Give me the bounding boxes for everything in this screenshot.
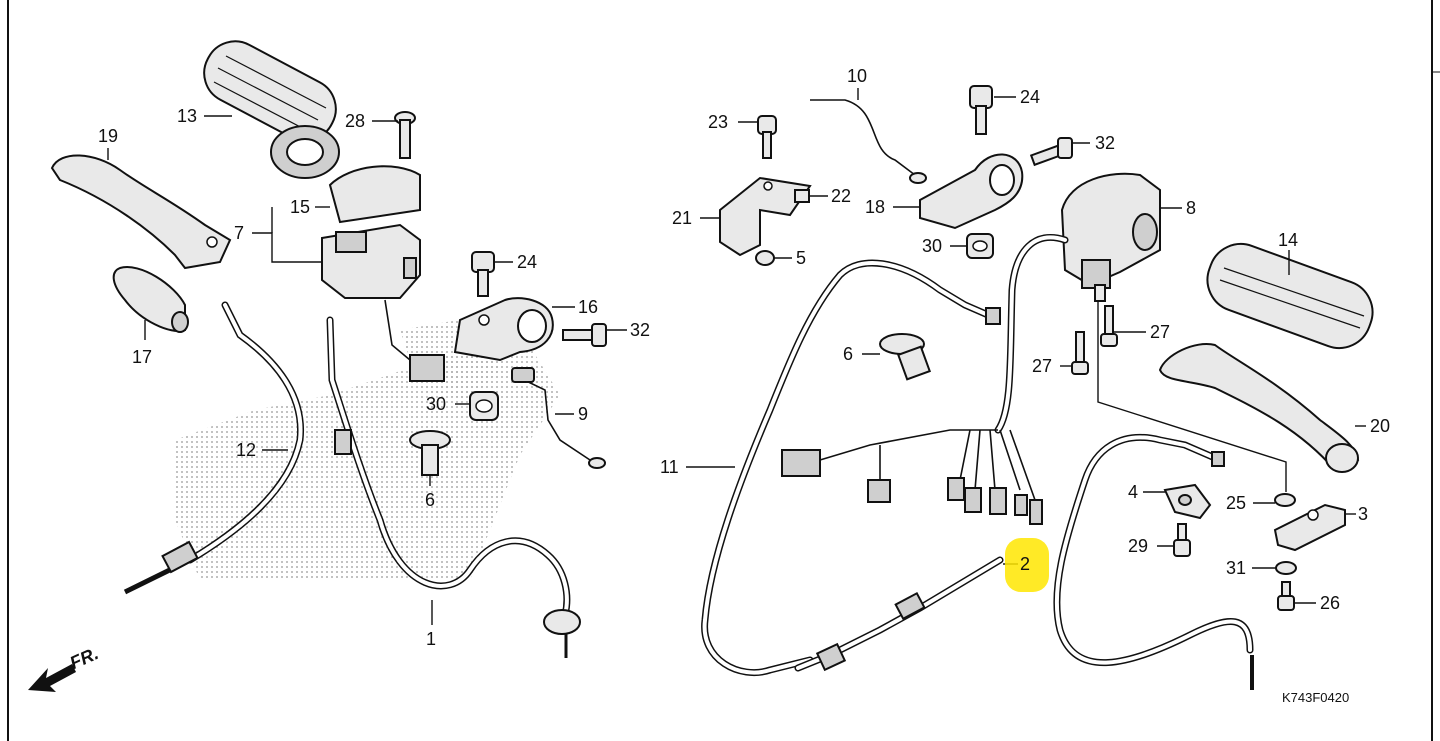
callout-26: 26 — [1320, 593, 1340, 613]
clamp-6-right — [879, 333, 932, 381]
callout-18: 18 — [865, 197, 885, 217]
callout-10: 10 — [847, 66, 867, 86]
holder-16 — [453, 297, 554, 362]
diagram-code: K743F0420 — [1282, 690, 1349, 705]
lever-19 — [50, 154, 232, 270]
callout-30b: 30 — [922, 236, 942, 256]
screw-28 — [394, 111, 416, 159]
callout-27a: 27 — [1150, 322, 1170, 342]
callout-25: 25 — [1226, 493, 1246, 513]
nut-30-left — [469, 391, 499, 421]
front-arrow-icon — [28, 664, 76, 692]
callout-8: 8 — [1186, 198, 1196, 218]
callout-19: 19 — [98, 126, 118, 146]
bracket-21 — [719, 176, 812, 257]
screw-26 — [1277, 581, 1295, 611]
callout-6b: 6 — [843, 344, 853, 364]
callout-32a: 32 — [630, 320, 650, 340]
callout-31: 31 — [1226, 558, 1246, 578]
callout-29: 29 — [1128, 536, 1148, 556]
callout-9: 9 — [578, 404, 588, 424]
callout-21: 21 — [672, 208, 692, 228]
callout-13: 13 — [177, 106, 197, 126]
callout-7: 7 — [234, 223, 244, 243]
lever-20 — [1158, 343, 1360, 473]
callout-28: 28 — [345, 111, 365, 131]
holder-18 — [919, 153, 1024, 230]
switch-wire-9 — [511, 367, 606, 469]
callout-20: 20 — [1370, 416, 1390, 436]
highlight-marker — [1005, 538, 1049, 592]
bracket-4 — [1163, 483, 1212, 520]
cable-1 — [326, 316, 581, 658]
callouts: 19 13 28 15 7 17 24 16 32 30 9 6 12 1 10… — [98, 66, 1390, 649]
cover-17 — [112, 266, 189, 333]
screw-29 — [1173, 523, 1191, 557]
callout-5: 5 — [796, 248, 806, 268]
bolt-23 — [757, 115, 777, 159]
callout-27b: 27 — [1032, 356, 1052, 376]
grip-right-14 — [1206, 242, 1374, 350]
callout-24b: 24 — [1020, 87, 1040, 107]
holder-3 — [1273, 503, 1346, 552]
harness-11 — [701, 233, 1069, 677]
callout-11: 11 — [660, 457, 679, 477]
direction-label: FR. — [67, 643, 102, 673]
washer-25 — [1274, 493, 1296, 507]
callout-30a: 30 — [426, 394, 446, 414]
bolt-32-left — [562, 323, 607, 347]
callout-17: 17 — [132, 347, 152, 367]
bolt-32-right — [1029, 137, 1073, 167]
cable-right-lower — [1053, 433, 1254, 690]
screw-22 — [794, 189, 810, 203]
wire-10 — [810, 99, 927, 184]
callout-15: 15 — [290, 197, 310, 217]
callout-1: 1 — [426, 629, 436, 649]
callout-23: 23 — [708, 112, 728, 132]
callout-14: 14 — [1278, 230, 1298, 250]
washer-31 — [1275, 561, 1297, 575]
clamp-6-left — [409, 430, 451, 476]
cable-12 — [123, 301, 305, 595]
bolt-27-lower — [1071, 331, 1089, 375]
nut-5 — [755, 250, 775, 266]
callout-12: 12 — [236, 440, 256, 460]
switch-housing-7-15 — [321, 165, 445, 382]
callout-16: 16 — [578, 297, 598, 317]
cable-2 — [794, 556, 1004, 672]
callout-2: 2 — [1020, 554, 1030, 574]
callout-3: 3 — [1358, 504, 1368, 524]
callout-22: 22 — [831, 186, 851, 206]
nut-30-right — [966, 233, 994, 259]
bolt-24-left — [471, 251, 495, 297]
callout-4: 4 — [1128, 482, 1138, 502]
switch-housing-8 — [1060, 172, 1161, 302]
callout-32b: 32 — [1095, 133, 1115, 153]
bolt-24-right — [969, 85, 993, 135]
callout-24a: 24 — [517, 252, 537, 272]
callout-6a: 6 — [425, 490, 435, 510]
bolt-27-upper — [1100, 305, 1118, 347]
grip-left-13 — [203, 40, 340, 179]
